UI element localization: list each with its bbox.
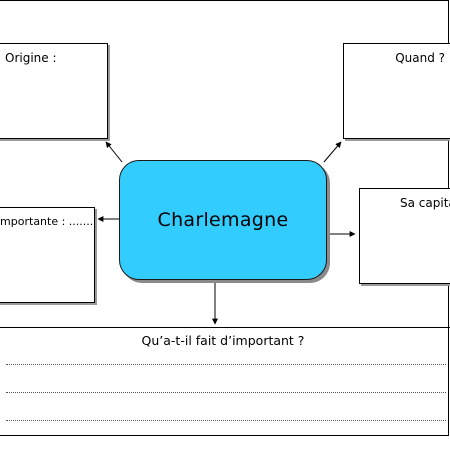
importante-box[interactable]: importante : ........ — [0, 207, 95, 303]
question-heading: Qu’a-t-il fait d’important ? — [141, 333, 305, 348]
importante-label: importante : ........ — [0, 215, 95, 228]
quand-box[interactable]: Quand ? — [343, 43, 450, 139]
arrow-to-origine — [105, 141, 123, 163]
origine-label: Origine : — [5, 51, 57, 65]
answer-line-2[interactable] — [6, 392, 446, 393]
answer-line-1[interactable] — [6, 364, 446, 365]
capitale-box[interactable]: Sa capitale — [359, 188, 450, 284]
charlemagne-center-box: Charlemagne — [119, 160, 327, 280]
arrow-to-quand — [323, 141, 342, 163]
origine-box[interactable]: Origine : — [0, 43, 108, 139]
quand-label: Quand ? — [395, 51, 445, 65]
capitale-label: Sa capitale — [400, 196, 450, 210]
center-title: Charlemagne — [157, 209, 289, 231]
answer-section: Qu’a-t-il fait d’important ? — [0, 327, 450, 436]
answer-line-3[interactable] — [6, 420, 446, 421]
